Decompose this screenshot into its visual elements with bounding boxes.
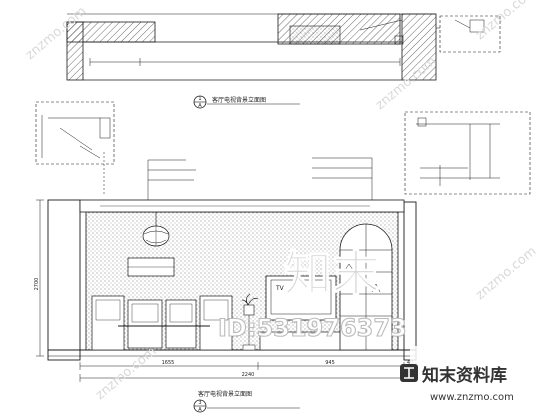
dim-mid: 945: [325, 360, 335, 366]
arched-shelf: [339, 223, 393, 351]
view1-sheet: A: [198, 103, 202, 109]
left-detail-box: [35, 101, 115, 165]
diagonal-watermark-5: znzmo.com: [473, 244, 539, 303]
dim-height: 2700: [34, 278, 40, 291]
view1-title: 客厅电视背景立面图: [212, 96, 266, 104]
view-label-1: 1 A 客厅电视背景立面图: [193, 95, 300, 109]
view2-title: 客厅电视背景立面图: [198, 390, 252, 398]
logo-site-name: 知末资料库: [421, 365, 507, 386]
view3-number: 3: [198, 400, 201, 406]
view-label-3: 3 A: [193, 399, 300, 413]
right-detail-box: [404, 111, 531, 195]
tv-label: TV: [275, 285, 285, 292]
brand-logo: 知末资料库 www.znzmo.com: [400, 346, 560, 403]
brand-watermark: 知末: [284, 246, 380, 302]
view1-number: 1: [198, 96, 201, 102]
view3-sheet: A: [198, 407, 202, 413]
dim-left: 1655: [162, 360, 175, 366]
main-elevation: TV 2700 1655: [34, 152, 417, 382]
chandelier-icon: [142, 212, 170, 247]
tv-unit: TV: [259, 275, 347, 351]
view-label-2: 客厅电视背景立面图: [198, 390, 252, 398]
diagonal-watermark-3: znzmo.com: [473, 0, 539, 43]
dining-set: [91, 295, 233, 351]
plant-icon: [241, 293, 259, 351]
logo-mark-icon: [400, 364, 418, 382]
id-watermark: ID:531976373: [218, 314, 407, 342]
diagonal-watermark-4: znzmo.com: [93, 344, 159, 403]
logo-site-url: www.znzmo.com: [430, 392, 514, 403]
top-plan-section: [66, 13, 501, 81]
dim-main: 2240: [242, 372, 255, 378]
